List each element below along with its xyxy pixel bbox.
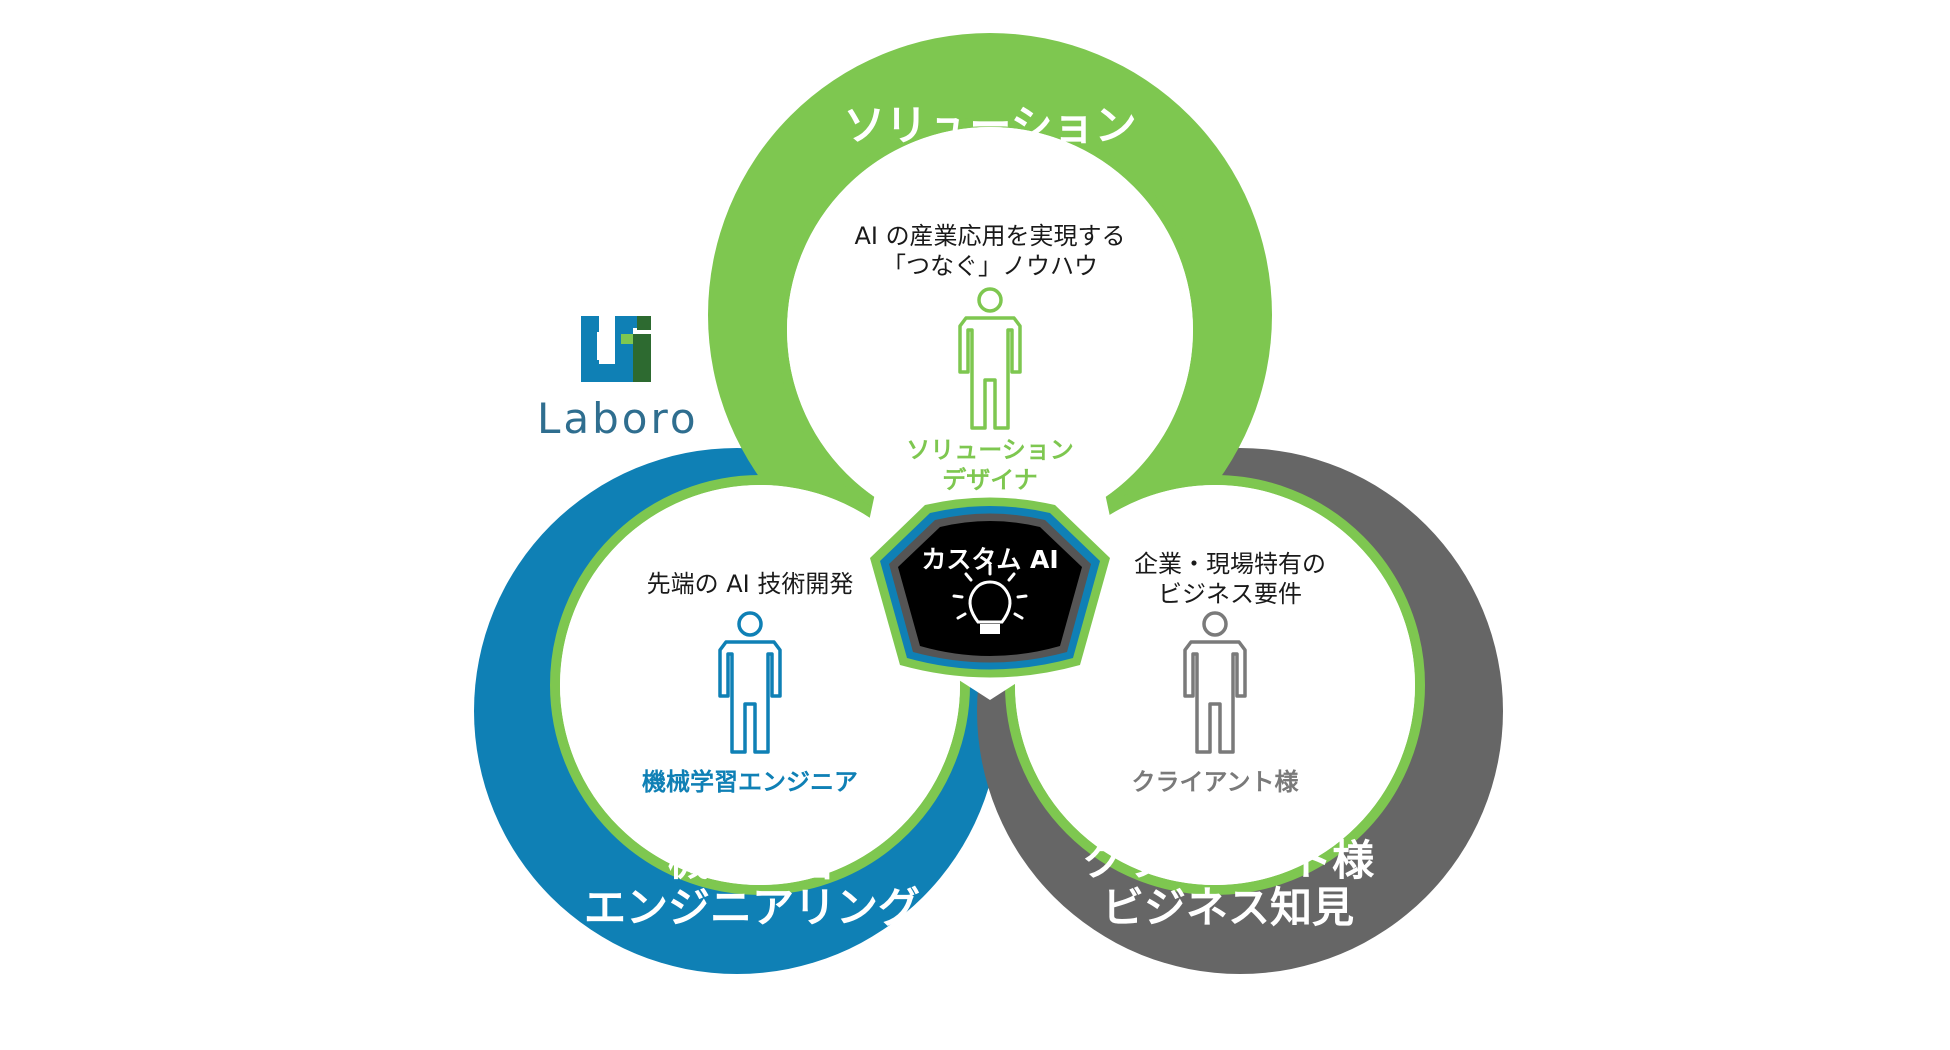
solution-role-line2: デザイナ bbox=[942, 466, 1038, 494]
ml-inner-line1: 先端の AI 技術開発 bbox=[647, 570, 854, 598]
ring-ml-title-line2: エンジニアリング bbox=[584, 883, 920, 932]
core-badge bbox=[870, 497, 1110, 678]
laboro-logo-mark bbox=[581, 316, 651, 382]
solution-role-line1: ソリューション bbox=[906, 436, 1074, 464]
inner-white-region bbox=[550, 117, 1425, 895]
ring-client-title-line2: ビジネス知見 bbox=[1102, 883, 1354, 932]
ring-ml-title-line1: 機械学習 bbox=[668, 836, 836, 885]
ring-solution-title-line2: デザイン bbox=[906, 147, 1074, 196]
client-inner-line1: 企業・現場特有の bbox=[1134, 550, 1326, 578]
solution-inner-line2: 「つなぐ」ノウハウ bbox=[882, 252, 1098, 280]
lightbulb-icon bbox=[952, 564, 1028, 634]
solution-inner-line1: AI の産業応用を実現する bbox=[854, 222, 1125, 250]
laboro-logo-text: Laboro bbox=[537, 394, 699, 443]
person-icon-solution bbox=[958, 287, 1022, 430]
ring-client-title-line1: クライアント様 bbox=[1082, 836, 1375, 885]
ml-role-label: 機械学習エンジニア bbox=[642, 768, 858, 796]
person-icon-client bbox=[1183, 611, 1247, 754]
ring-solution-title-line1: ソリューション bbox=[843, 101, 1136, 150]
client-inner-line2: ビジネス要件 bbox=[1158, 580, 1302, 608]
person-icon-ml bbox=[718, 611, 782, 754]
client-role-label: クライアント様 bbox=[1131, 768, 1299, 796]
